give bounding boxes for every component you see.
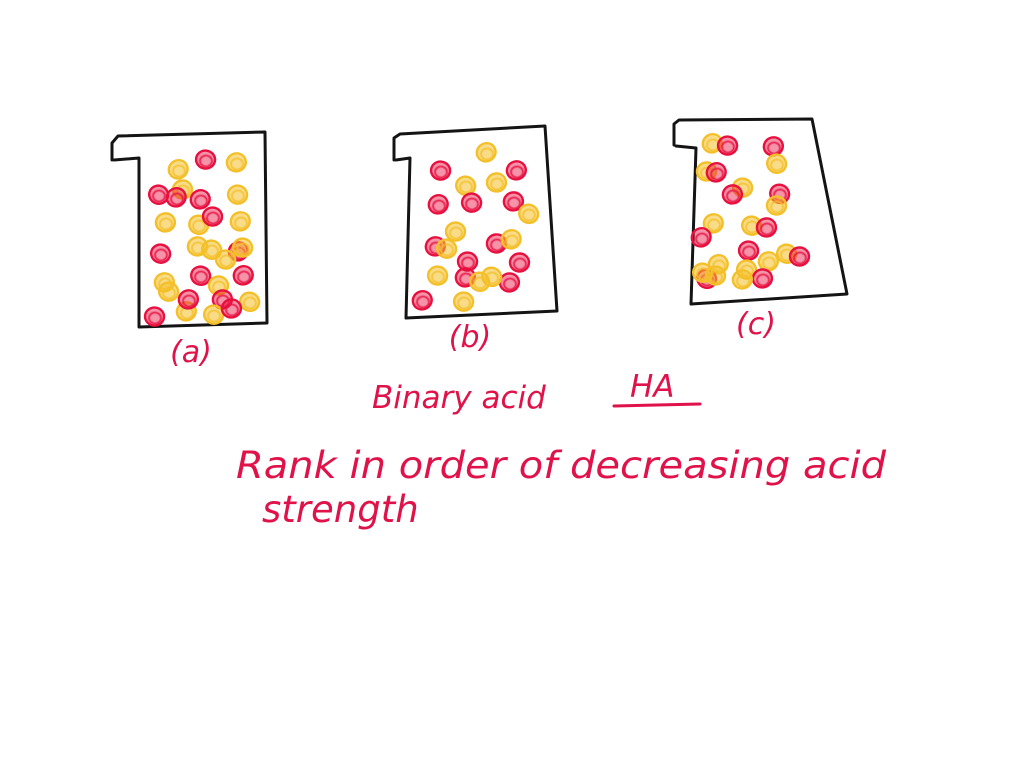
red-particle <box>716 135 739 156</box>
yellow-particle <box>226 184 249 205</box>
yellow-particle <box>518 203 540 225</box>
yellow-particle <box>225 152 248 173</box>
red-particle <box>232 265 254 286</box>
yellow-particle <box>157 281 180 302</box>
red-particle <box>690 227 712 248</box>
beaker-c-outline <box>672 117 849 306</box>
yellow-particle <box>757 251 780 272</box>
yellow-particle <box>229 211 251 232</box>
red-particle <box>143 306 166 327</box>
note-strength: strength <box>262 488 419 531</box>
yellow-particle <box>167 158 189 180</box>
yellow-particle <box>426 265 449 286</box>
red-particle <box>411 290 433 311</box>
beaker-c-caption: (c) <box>736 307 776 342</box>
yellow-particle <box>452 291 475 312</box>
note-binary-acid: Binary acid <box>372 380 546 416</box>
ha-underline <box>612 402 702 408</box>
yellow-particle <box>702 213 724 234</box>
yellow-particle <box>500 229 522 250</box>
yellow-particle <box>481 266 503 288</box>
beaker-b-particles <box>411 141 540 312</box>
yellow-particle <box>485 172 508 193</box>
red-particle <box>498 272 521 293</box>
red-particle <box>149 243 172 264</box>
beaker-b-outline <box>392 124 559 320</box>
beaker-a-outline <box>110 130 269 329</box>
yellow-particle <box>202 304 225 325</box>
yellow-particle <box>154 212 177 233</box>
note-ha: HA <box>630 369 675 405</box>
yellow-particle <box>435 238 458 259</box>
red-particle <box>721 184 744 205</box>
red-particle <box>456 251 479 272</box>
red-particle <box>755 217 778 238</box>
red-particle <box>177 289 200 310</box>
red-particle <box>194 149 217 170</box>
red-particle <box>751 268 774 289</box>
yellow-particle <box>231 237 254 258</box>
red-particle <box>427 194 449 215</box>
beaker-b-caption: (b) <box>449 320 491 355</box>
beaker-a-caption: (a) <box>170 335 212 370</box>
red-particle <box>220 298 243 319</box>
yellow-particle <box>444 221 467 242</box>
yellow-particle <box>201 239 223 261</box>
yellow-particle <box>731 269 753 290</box>
beaker-a-particles <box>143 149 261 327</box>
red-particle <box>190 265 212 286</box>
red-particle <box>502 191 525 212</box>
red-particle <box>705 162 727 183</box>
yellow-particle <box>701 132 723 154</box>
yellow-particle <box>765 195 788 216</box>
red-particle <box>788 246 811 267</box>
yellow-particle <box>691 262 714 283</box>
yellow-particle <box>766 153 788 174</box>
red-particle <box>737 240 760 261</box>
red-particle <box>460 192 483 213</box>
beaker-a <box>110 130 269 329</box>
beaker-c-particles <box>690 132 811 290</box>
yellow-particle <box>239 291 261 313</box>
red-particle <box>165 187 187 208</box>
yellow-particle <box>455 175 477 196</box>
red-particle <box>189 189 211 210</box>
red-particle <box>201 206 224 227</box>
red-particle <box>429 160 452 181</box>
red-particle <box>505 160 528 181</box>
beaker-b <box>392 124 559 320</box>
yellow-particle <box>475 141 497 163</box>
note-rank-line: Rank in order of decreasing acid <box>236 444 887 487</box>
beaker-c <box>672 117 849 306</box>
red-particle <box>508 252 531 273</box>
